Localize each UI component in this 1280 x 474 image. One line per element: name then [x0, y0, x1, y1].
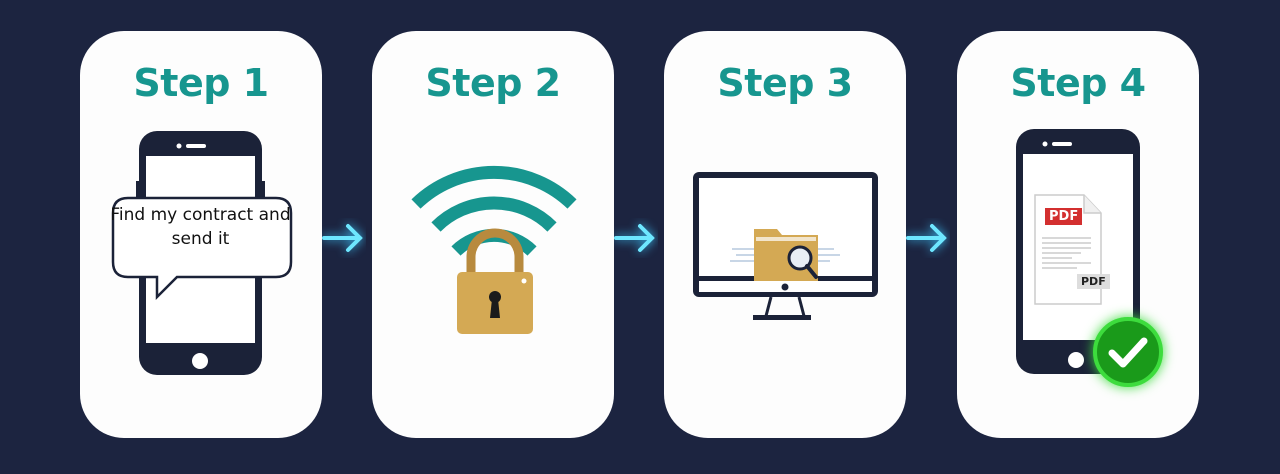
arrow-right-icon [322, 224, 363, 252]
arrow-right-icon [906, 224, 947, 252]
phone-pdf-icon [1016, 129, 1163, 387]
arrow-right-icon [614, 224, 655, 252]
step-2-card: Step 2 [372, 31, 614, 438]
monitor-folder-search-icon [693, 172, 878, 320]
step-2-title: Step 2 [425, 61, 561, 105]
step-1-card: Step 1 Find my contract and send it [80, 31, 322, 438]
step-3-title: Step 3 [717, 61, 853, 105]
step-4-card: Step 4 PDF PDF [957, 31, 1199, 438]
magnifier-icon [787, 245, 813, 271]
step-4-title: Step 4 [1010, 61, 1146, 105]
pdf-label: PDF [1045, 208, 1083, 225]
wifi-lock-icon [411, 165, 577, 334]
pdf-label-small: PDF [1077, 274, 1110, 289]
check-circle-icon [1093, 317, 1163, 387]
chat-bubble-text: Find my contract and send it [110, 205, 291, 249]
phone-icon [111, 131, 293, 375]
step-1-title: Step 1 [133, 61, 269, 105]
step-3-card: Step 3 [664, 31, 906, 438]
